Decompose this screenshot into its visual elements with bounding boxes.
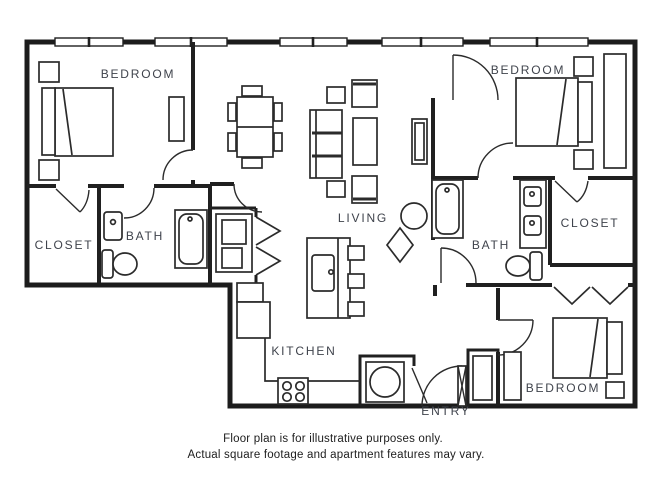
bedroom-1-furniture xyxy=(38,61,185,181)
nightstand xyxy=(38,159,60,181)
nightstand xyxy=(573,56,594,77)
disclaimer-line-1: Floor plan is for illustrative purposes … xyxy=(223,433,443,445)
disclaimer: Floor plan is for illustrative purposes … xyxy=(188,433,485,461)
dresser xyxy=(168,96,185,142)
stove-icon xyxy=(277,377,309,405)
tv-console xyxy=(411,118,428,165)
door-swing-bedroom-2-hall xyxy=(452,54,499,101)
entry-closet-shelf xyxy=(472,355,493,401)
nightstand xyxy=(38,61,60,83)
doors xyxy=(55,54,629,407)
bed-1 xyxy=(41,87,114,157)
bathtub-icon xyxy=(174,209,208,269)
bath-2-label: BATH xyxy=(472,238,510,252)
door-swing-bedroom-2 xyxy=(477,142,514,179)
dining-table xyxy=(236,96,274,158)
dining-chair xyxy=(273,102,283,122)
bistro-chair xyxy=(385,226,415,264)
bistro-table xyxy=(400,202,428,230)
toilet-icon xyxy=(101,249,138,279)
kitchen-fixtures xyxy=(236,237,405,405)
sink-icon xyxy=(103,211,123,241)
washer-icon xyxy=(365,361,405,403)
window-icon xyxy=(279,37,348,47)
bedroom-3-furniture xyxy=(472,317,625,401)
outer-walls xyxy=(24,39,638,409)
bifold-doors-bedroom-3-closet xyxy=(553,286,629,306)
bed-3 xyxy=(552,317,623,379)
room-labels: BEDROOM BEDROOM BEDROOM CLOSET CLOSET BA… xyxy=(35,63,620,418)
sofa xyxy=(309,109,343,179)
dining-furniture xyxy=(227,85,283,169)
end-table xyxy=(326,86,346,104)
window-icon xyxy=(381,37,464,47)
living-furniture xyxy=(309,79,428,264)
dresser xyxy=(503,351,522,401)
dining-chair xyxy=(227,132,237,152)
dining-chair xyxy=(241,85,263,97)
bath-1-label: BATH xyxy=(126,229,164,243)
door-swing-bedroom-3 xyxy=(497,319,534,356)
counter xyxy=(236,282,264,303)
laundry-stack xyxy=(215,213,253,273)
living-label: LIVING xyxy=(338,211,388,225)
door-swing-bedroom-1 xyxy=(162,149,194,181)
armchair xyxy=(351,175,378,204)
entry-label: ENTRY xyxy=(421,404,470,418)
closet-1-label: CLOSET xyxy=(35,238,94,252)
dining-chair xyxy=(273,132,283,152)
kitchen-label: KITCHEN xyxy=(271,344,336,358)
double-vanity xyxy=(519,179,547,249)
bath-1-fixtures xyxy=(101,209,208,279)
bath-2-fixtures xyxy=(431,179,547,281)
end-table xyxy=(326,180,346,198)
door-swing-hall xyxy=(233,183,263,213)
window-icon xyxy=(54,37,124,47)
armchair xyxy=(351,79,378,108)
door-swing-bath-1 xyxy=(123,187,155,219)
toilet-icon xyxy=(505,251,543,281)
bar-stool xyxy=(347,301,365,317)
dresser xyxy=(603,53,627,169)
bed-2 xyxy=(515,77,593,147)
bedroom-2-furniture xyxy=(515,53,627,170)
nightstand xyxy=(573,149,594,170)
bathtub-icon xyxy=(431,179,464,239)
window-icon xyxy=(489,37,589,47)
island-sink xyxy=(311,254,335,292)
door-closet-1 xyxy=(55,188,90,213)
bar-stool xyxy=(347,273,365,289)
bifold-doors-laundry xyxy=(255,216,282,276)
entry-door-icon xyxy=(421,365,467,407)
dining-chair xyxy=(241,157,263,169)
kitchen-island xyxy=(306,237,351,319)
counter-edge xyxy=(264,338,360,382)
door-utility-closet xyxy=(411,367,428,404)
door-closet-2 xyxy=(554,180,589,203)
dining-chair xyxy=(227,102,237,122)
door-swing-bath-2 xyxy=(440,247,477,284)
bar-stool xyxy=(347,245,365,261)
bedroom-3-label: BEDROOM xyxy=(526,381,601,395)
disclaimer-line-2: Actual square footage and apartment feat… xyxy=(188,449,485,461)
nightstand xyxy=(605,381,625,399)
closet-2-label: CLOSET xyxy=(561,216,620,230)
bedroom-1-label: BEDROOM xyxy=(101,67,176,81)
coffee-table xyxy=(352,117,378,166)
bedroom-2-label: BEDROOM xyxy=(491,63,566,77)
refrigerator xyxy=(236,301,271,339)
